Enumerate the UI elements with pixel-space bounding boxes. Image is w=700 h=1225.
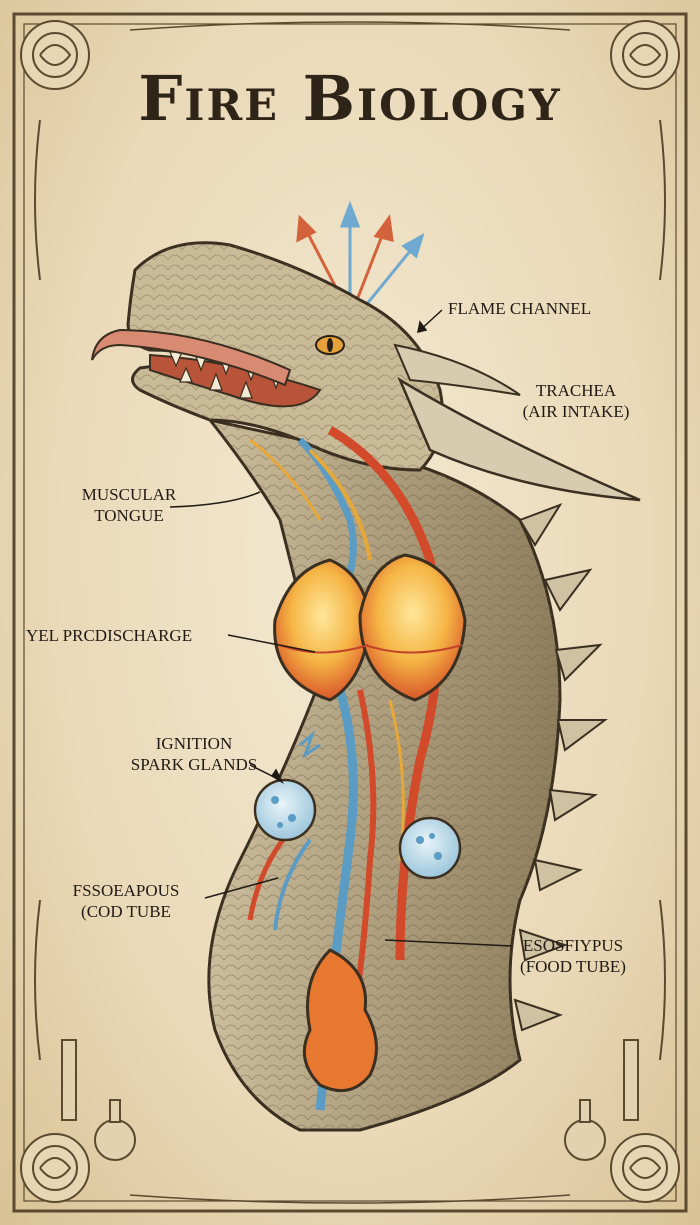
label-predischarge: YEL PRCDISCHARGE	[26, 626, 193, 645]
dragon-head	[91, 241, 641, 502]
label-esophagus-left: FSSOEAPOUS (COD TUBE	[66, 880, 186, 922]
label-muscular-tongue: MUSCULAR TONGUE	[70, 484, 188, 526]
label-tongue-line1: MUSCULAR	[81, 485, 177, 504]
label-trachea-line2: (AIR INTAKE)	[522, 402, 630, 421]
label-esophagus-left-line2: (COD TUBE	[81, 902, 171, 921]
ornate-border	[12, 12, 688, 1213]
label-esophagus-left-line1: FSSOEAPOUS	[72, 881, 180, 900]
label-trachea-line1: TRACHEA	[535, 381, 617, 400]
label-esophagus-right-line2: (FOOD TUBE)	[520, 957, 626, 976]
label-ignition-spark-glands: IGNITION SPARK GLANDS	[130, 733, 258, 775]
fire-glands	[273, 553, 467, 702]
dorsal-spikes	[513, 503, 608, 1032]
label-ignition-line1: IGNITION	[155, 734, 233, 753]
page-title: Fire Biology	[138, 62, 562, 135]
corner-medallions	[20, 20, 680, 1203]
label-ignition-line2: SPARK GLANDS	[130, 755, 258, 774]
crop-organ	[302, 948, 378, 1093]
label-esophagus-right-line1: ESOSFIYPUS	[522, 936, 624, 955]
label-tongue-line2: TONGUE	[94, 506, 164, 525]
spark-glands	[253, 730, 462, 880]
leader-lines	[169, 309, 513, 947]
lab-glassware	[61, 1039, 639, 1161]
label-trachea: TRACHEA (AIR INTAKE)	[516, 380, 636, 422]
label-esophagus-right: ESOSFIYPUS (FOOD TUBE)	[508, 935, 638, 977]
label-flame-channel: FLAME CHANNEL	[448, 299, 592, 318]
